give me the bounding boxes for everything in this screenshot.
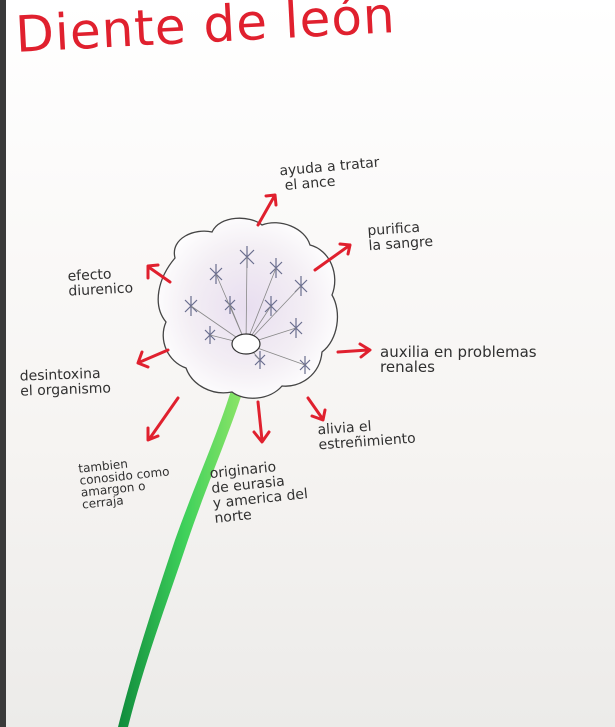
- label-sangre: purifica la sangre: [367, 220, 434, 254]
- arrow-estren: [308, 398, 325, 420]
- arrow-desintox: [138, 350, 168, 367]
- arrow-conocido: [148, 398, 178, 440]
- arrow-cancer: [258, 195, 276, 225]
- stem: [118, 358, 252, 727]
- label-efecto: efecto diurenico: [67, 266, 133, 299]
- label-conocido: tambien conosido como amargon o cerraja: [78, 453, 173, 510]
- seed-head: [158, 218, 337, 398]
- arrow-origen: [254, 402, 269, 442]
- arrow-renales: [338, 344, 370, 357]
- label-desintoxina: desintoxina el organismo: [20, 366, 112, 399]
- label-origen: originario de eurasia y america del nort…: [209, 457, 310, 527]
- seed-center: [232, 334, 260, 354]
- label-renales: auxilia en problemas renales: [380, 345, 537, 375]
